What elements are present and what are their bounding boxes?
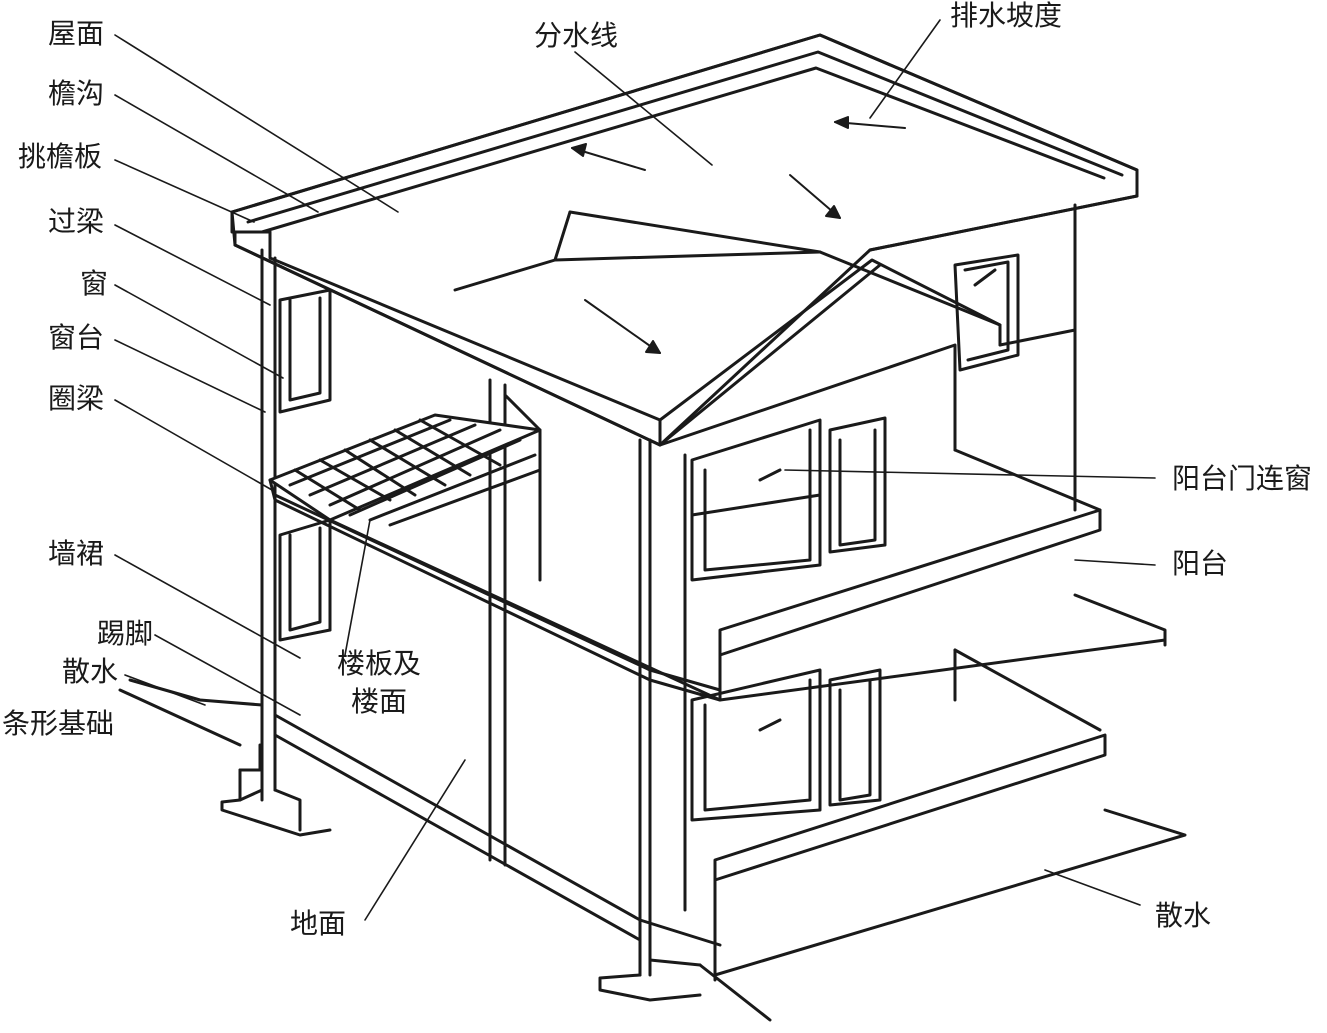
label-window-sill: 窗台: [48, 321, 105, 354]
ground-and-foundation: [118, 678, 772, 1022]
label-apron-left: 散水: [62, 655, 119, 688]
label-lintel: 过梁: [48, 205, 105, 238]
label-apron-right: 散水: [1155, 899, 1212, 932]
label-skirting: 踢脚: [97, 617, 154, 650]
label-dado: 墙裙: [48, 537, 105, 570]
leader-lines: [114, 19, 1156, 921]
label-ring-beam: 圈梁: [48, 382, 105, 415]
drainage-arrows: [571, 116, 906, 354]
label-ridge-line: 分水线: [534, 19, 619, 52]
roof: [230, 33, 1139, 447]
label-eaves-gutter: 檐沟: [48, 77, 105, 110]
label-floor-slab-line1: 楼板及: [337, 647, 422, 680]
label-drainage-slope: 排水坡度: [950, 0, 1063, 32]
balconies: [713, 508, 1187, 982]
label-roof-surface: 屋面: [48, 17, 105, 50]
label-floor-slab-line2: 楼面: [351, 685, 408, 718]
windows: [278, 253, 1020, 822]
label-strip-foundation: 条形基础: [2, 707, 115, 740]
label-ground-floor: 地面: [290, 907, 347, 940]
label-balcony-door-window: 阳台门连窗: [1172, 462, 1313, 495]
label-window: 窗: [80, 267, 109, 300]
label-balcony: 阳台: [1172, 547, 1229, 580]
label-eaves-board: 挑檐板: [18, 140, 103, 173]
floor-slab: [268, 413, 722, 702]
